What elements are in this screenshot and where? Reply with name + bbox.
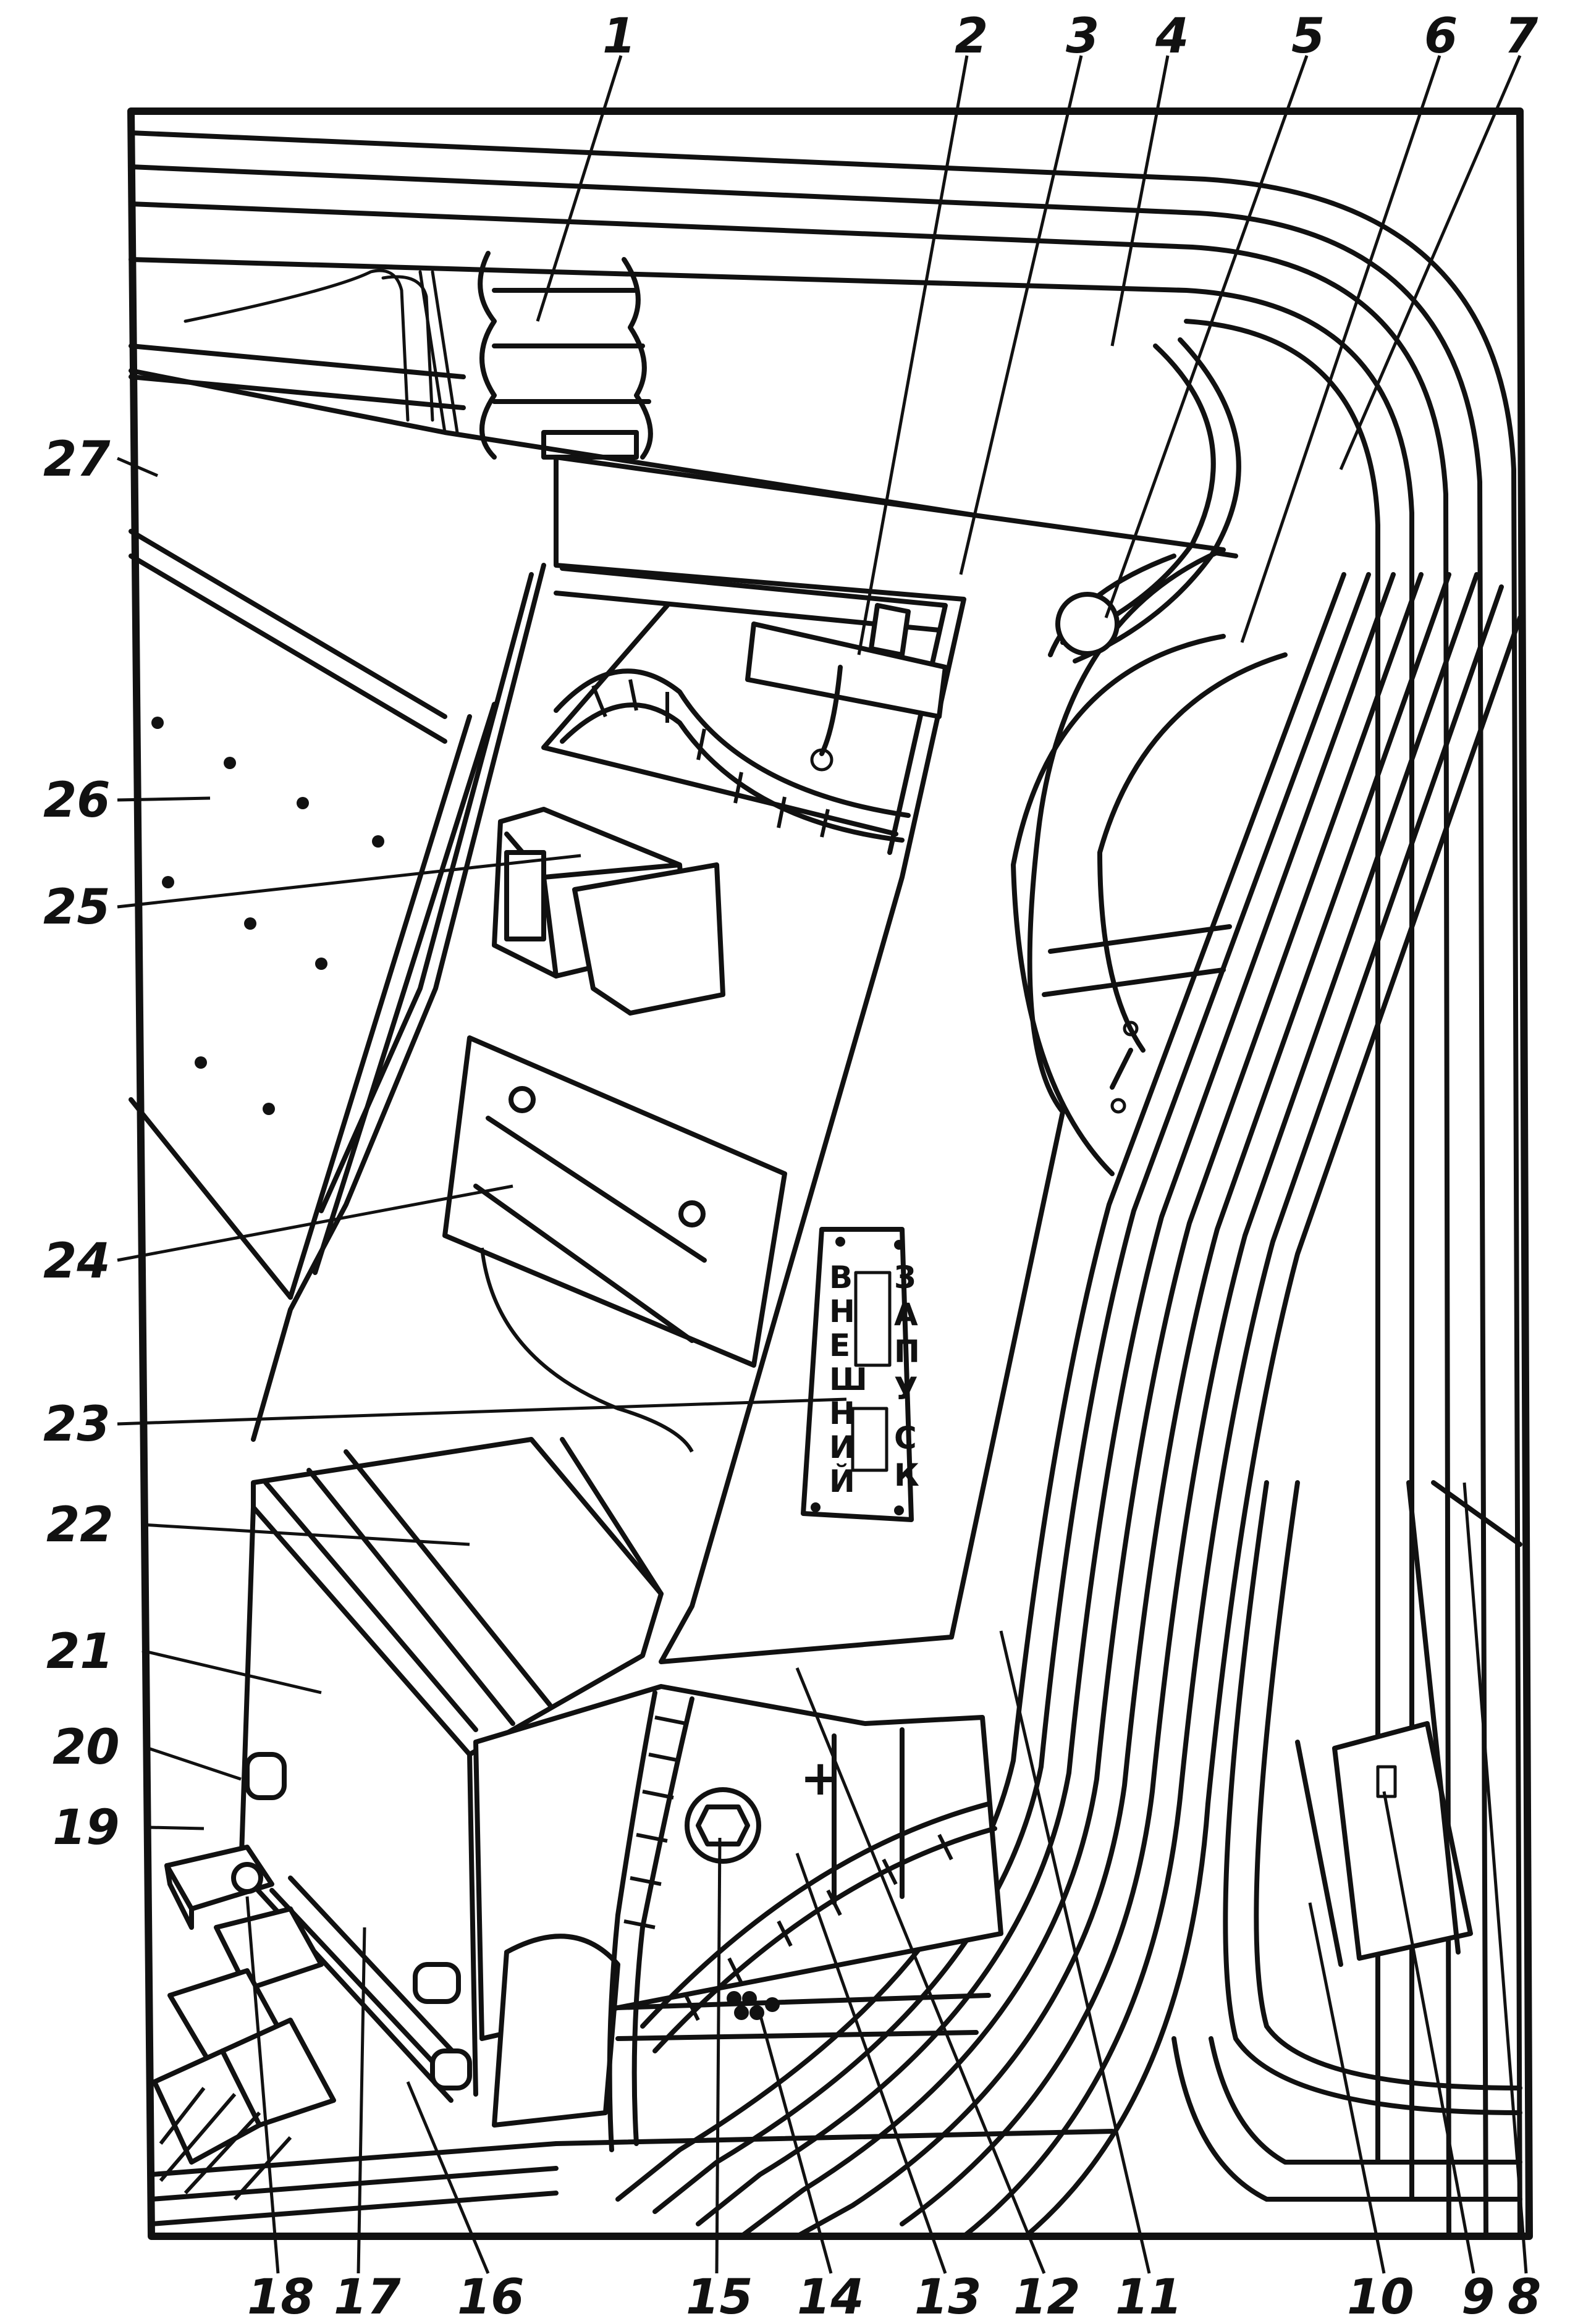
callout-13: 13	[914, 2270, 982, 2324]
callout-21: 21	[46, 1624, 114, 1680]
callout-18: 18	[247, 2270, 314, 2324]
toggle-switch	[1110, 1021, 1139, 1114]
braided-cables	[607, 1690, 997, 2152]
plate-letter: З	[894, 1260, 916, 1295]
callout-6: 6	[1424, 9, 1458, 64]
plate-letter: Й	[829, 1463, 855, 1499]
callout-10: 10	[1347, 2270, 1414, 2324]
nameplate-23	[801, 1227, 914, 1522]
plate-letter: В	[829, 1260, 853, 1295]
leader-lines	[117, 55, 1528, 2274]
plate-letter: К	[894, 1457, 919, 1493]
contact-2	[745, 603, 948, 772]
bellows-1	[478, 251, 653, 460]
plate-letter: Н	[829, 1396, 855, 1431]
left-panel	[129, 529, 447, 1300]
callout-11: 11	[1115, 2270, 1183, 2324]
callout-25: 25	[43, 880, 111, 935]
callout-16: 16	[457, 2270, 525, 2324]
callout-26: 26	[43, 773, 111, 828]
callout-9: 9	[1461, 2270, 1495, 2324]
lower-left-blocks	[152, 2018, 336, 2201]
callout-4: 4	[1155, 9, 1189, 64]
corrugated-hose	[554, 668, 911, 843]
battery-21	[238, 1437, 664, 2103]
callout-5: 5	[1291, 9, 1325, 64]
callout-17: 17	[334, 2270, 401, 2324]
callout-15: 15	[686, 2270, 753, 2324]
nameplate-lettering: В Н Е Ш Н И Й З А П У С К	[829, 1260, 920, 1499]
starter-housing	[473, 1684, 1003, 2128]
frame	[127, 107, 1533, 2240]
box-9-10	[1295, 1480, 1522, 1967]
lower-cable-loop	[1171, 1480, 1522, 2202]
callout-20: 20	[53, 1720, 120, 1775]
callout-27: 27	[43, 432, 111, 487]
callout-12: 12	[1013, 2270, 1081, 2324]
callout-7: 7	[1504, 9, 1538, 64]
plate-letter: И	[829, 1429, 855, 1465]
fan-wheel-6	[1011, 554, 1288, 1176]
callout-23: 23	[43, 1397, 111, 1452]
pipe-bundle	[615, 572, 1522, 2239]
fuse-block-24	[442, 1035, 787, 1453]
bottom-rails	[149, 2129, 1115, 2226]
plate-letter: А	[894, 1297, 918, 1333]
terminals-18-19	[164, 1845, 324, 2066]
mounting-plate-3	[251, 455, 1226, 1664]
plate-letter: П	[894, 1334, 920, 1370]
callout-8: 8	[1508, 2270, 1541, 2324]
hook-5	[1055, 337, 1241, 663]
callout-24: 24	[43, 1234, 111, 1289]
callout-1: 1	[602, 9, 636, 64]
callout-19: 19	[53, 1800, 120, 1856]
callout-22: 22	[46, 1497, 114, 1553]
relay-25	[492, 807, 725, 1016]
callout-numbers: 1 2 3 4 5 6 7 8 9 10 11 12 13 14 15 16 1…	[43, 9, 1541, 2324]
battery-clamps	[245, 1752, 472, 2090]
plate-letter: У	[894, 1371, 918, 1407]
plate-letter: Е	[829, 1328, 850, 1363]
plate-letter: Ш	[829, 1362, 867, 1397]
callout-14: 14	[797, 2270, 864, 2324]
plate-letter: С	[894, 1420, 917, 1456]
callout-2: 2	[955, 9, 988, 64]
callout-3: 3	[1066, 9, 1099, 64]
plate-letter: Н	[829, 1294, 855, 1329]
